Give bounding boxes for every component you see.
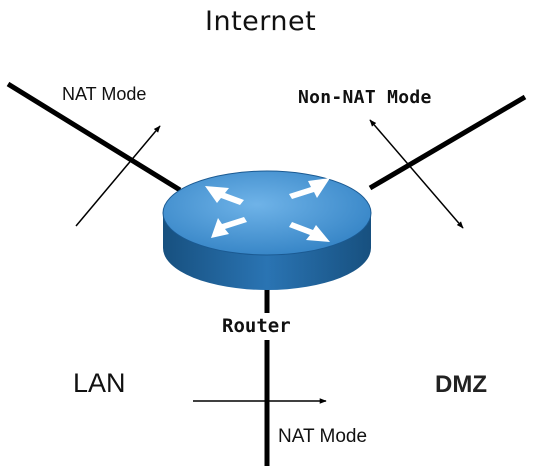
nat-mode-top-arrow xyxy=(75,125,161,227)
non-nat-mode-label: Non-NAT Mode xyxy=(298,87,432,108)
nat-mode-bottom-label: NAT Mode xyxy=(278,426,368,447)
lan-label: LAN xyxy=(73,368,126,398)
internet-dmz-link xyxy=(368,94,527,191)
internet-nat-link xyxy=(6,81,182,193)
nat-mode-top-label: NAT Mode xyxy=(62,84,147,104)
non-nat-mode-arrow xyxy=(369,119,464,229)
router-icon xyxy=(162,170,372,290)
dmz-label: DMZ xyxy=(435,371,487,398)
internet-label: Internet xyxy=(205,6,317,37)
router-label: Router xyxy=(222,315,291,337)
